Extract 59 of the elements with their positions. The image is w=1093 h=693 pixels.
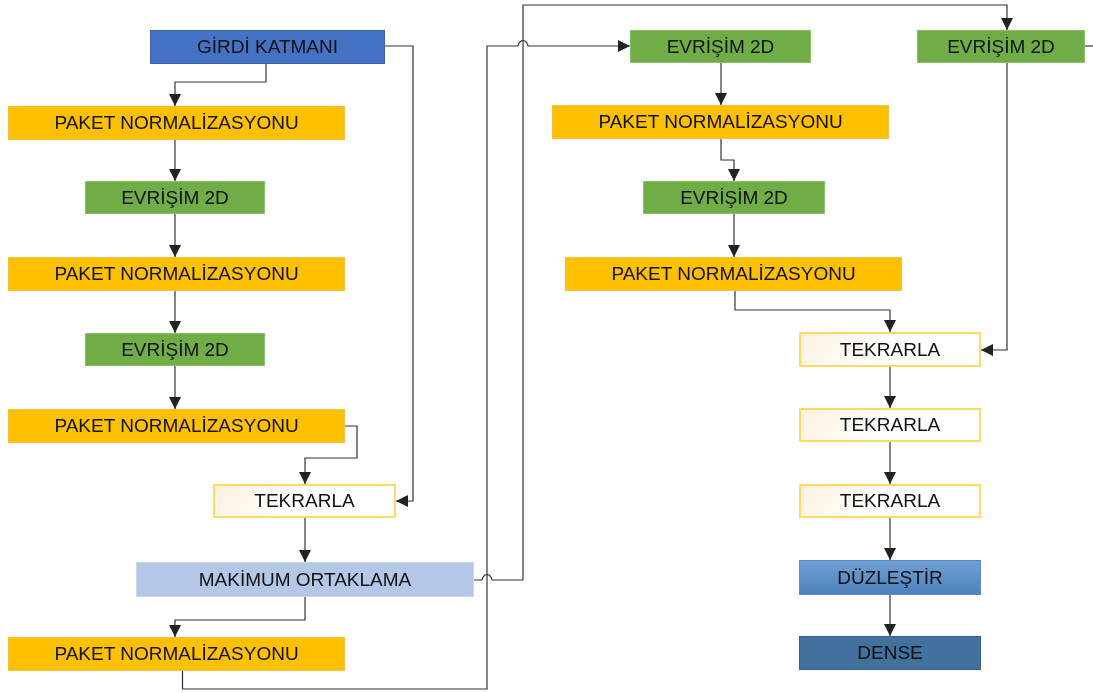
layer-label: TEKRARLA [254, 490, 355, 512]
arrow [884, 366, 896, 409]
layer-label: PAKET NORMALİZASYONU [54, 643, 299, 665]
arrow [473, 4, 1013, 581]
connector-line [1084, 45, 1093, 47]
batch-norm-box [552, 105, 889, 139]
arrow [884, 517, 896, 561]
layer-label: EVRİŞİM 2D [680, 186, 788, 209]
arrow [181, 39, 631, 690]
layer-label: PAKET NORMALİZASYONU [54, 415, 299, 437]
batch-norm-box [8, 257, 345, 291]
arrow [169, 139, 181, 182]
layer-label: MAKİMUM ORTAKLAMA [198, 568, 412, 591]
arrow [169, 290, 181, 334]
layer-label: EVRİŞİM 2D [666, 35, 775, 58]
arrow [299, 425, 358, 485]
layer-label: EVRİŞİM 2D [947, 35, 1055, 58]
arrow [169, 365, 181, 410]
conv-box [85, 181, 265, 214]
dense-box [799, 636, 981, 670]
arrow [884, 594, 896, 637]
layer-label: PAKET NORMALİZASYONU [611, 263, 856, 285]
batch-norm-box [8, 409, 345, 443]
repeat-box [213, 484, 396, 518]
batch-norm-box [8, 637, 345, 671]
batch-norm-box [8, 106, 345, 140]
conv-box [85, 333, 265, 366]
layer-label: PAKET NORMALİZASYONU [598, 111, 843, 133]
arrow [384, 45, 414, 507]
layer-label: PAKET NORMALİZASYONU [54, 263, 299, 285]
arrow [169, 63, 267, 107]
arrow [169, 596, 306, 638]
batch-norm-box [565, 257, 902, 291]
layer-label: DENSE [857, 642, 923, 664]
flatten-box [799, 560, 981, 595]
arrow [299, 517, 311, 563]
arrow [169, 213, 181, 258]
repeat-box [799, 408, 981, 442]
layer-label: PAKET NORMALİZASYONU [54, 112, 299, 134]
layer-label: TEKRARLA [839, 490, 941, 512]
input-layer-box [150, 30, 385, 64]
layer-label: DÜZLEŞTİR [837, 566, 943, 589]
conv-box [643, 181, 825, 214]
conv-box [917, 30, 1085, 63]
conv-box [630, 30, 811, 63]
layer-label: EVRİŞİM 2D [121, 186, 229, 209]
arrow [728, 213, 740, 258]
repeat-box [799, 484, 981, 518]
layer-label: TEKRARLA [839, 414, 941, 436]
pooling-box [136, 562, 474, 597]
arrow [980, 62, 1008, 356]
arrow [734, 290, 896, 333]
repeat-box [799, 332, 981, 367]
layer-label: EVRİŞİM 2D [121, 338, 229, 361]
layer-label: TEKRARLA [839, 338, 941, 361]
arrow [884, 441, 896, 485]
arrow [720, 138, 740, 182]
arrow [715, 62, 727, 106]
layer-label: GİRDİ KATMANI [196, 36, 339, 58]
